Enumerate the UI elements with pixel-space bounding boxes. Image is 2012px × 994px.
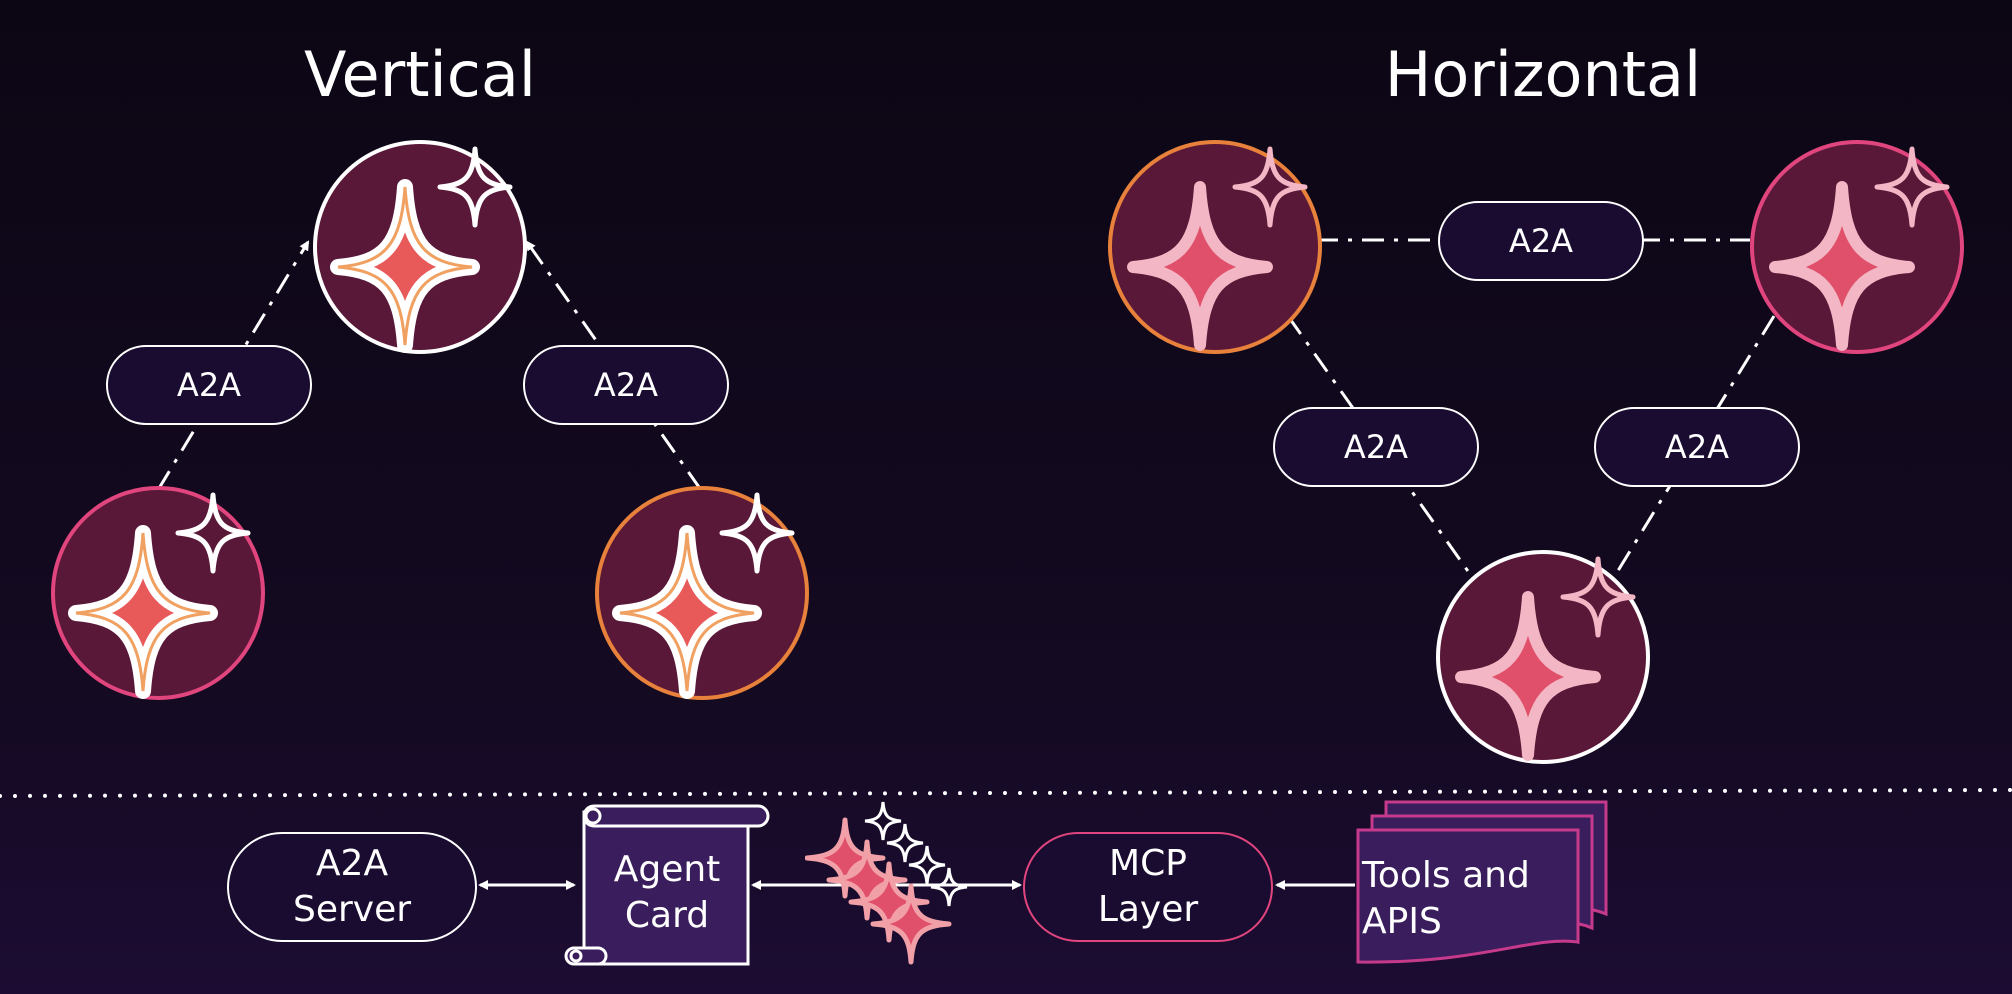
sparkle-icon	[1769, 181, 1915, 351]
agent-node-vertical-right[interactable]	[582, 473, 822, 713]
a2a-label-vertical-left: A2A	[106, 345, 312, 425]
small-sparkle-icon	[175, 492, 251, 574]
sparkle-icon	[68, 525, 218, 699]
mcp-layer-line1: MCP	[1109, 843, 1187, 884]
agent-node-horizontal-bottom[interactable]	[1423, 537, 1663, 777]
small-sparkle-icon	[1232, 146, 1308, 228]
sparkle-icon	[612, 525, 762, 699]
sparkle-icon	[1455, 591, 1601, 761]
small-sparkle-icon	[1560, 556, 1636, 638]
tools-apis-box[interactable]: Tools and APIS	[1362, 840, 1572, 958]
small-sparkle-icon	[719, 492, 795, 574]
a2a-label-horizontal-right: A2A	[1594, 407, 1800, 487]
vertical-title: Vertical	[303, 38, 537, 111]
tools-apis-line1: Tools and	[1362, 855, 1530, 896]
mcp-layer-line2: Layer	[1097, 889, 1199, 930]
section-divider	[0, 788, 2012, 798]
document-stack-icon	[1356, 800, 1608, 964]
sparkle-icon	[1127, 181, 1273, 351]
agent-card-line2: Card	[624, 895, 710, 936]
agent-node-vertical-left[interactable]	[38, 473, 278, 713]
agent-stack-icon	[805, 801, 968, 965]
a2a-server-box[interactable]: A2A Server	[227, 832, 477, 942]
sparkle-icon-stack	[805, 801, 968, 965]
agent-card-line1: Agent	[613, 849, 721, 890]
tools-apis-line2: APIS	[1362, 901, 1442, 942]
mcp-layer-box[interactable]: MCP Layer	[1023, 832, 1273, 942]
agent-node-horizontal-left[interactable]	[1095, 127, 1335, 367]
agent-node-horizontal-right[interactable]	[1737, 127, 1977, 367]
sparkle-icon	[330, 179, 480, 353]
small-sparkle-icon	[437, 146, 513, 228]
a2a-server-line2: Server	[292, 889, 412, 930]
agent-node-vertical-top[interactable]	[300, 127, 540, 367]
a2a-label-horizontal-left: A2A	[1273, 407, 1479, 487]
agent-card-box[interactable]: Agent Card	[588, 838, 746, 948]
a2a-server-line1: A2A	[315, 843, 389, 884]
a2a-label-vertical-right: A2A	[523, 345, 729, 425]
agent-card-scroll-icon	[564, 804, 770, 966]
small-sparkle-icon	[1874, 146, 1950, 228]
a2a-label-horizontal-top: A2A	[1438, 201, 1644, 281]
horizontal-title: Horizontal	[1384, 38, 1702, 111]
